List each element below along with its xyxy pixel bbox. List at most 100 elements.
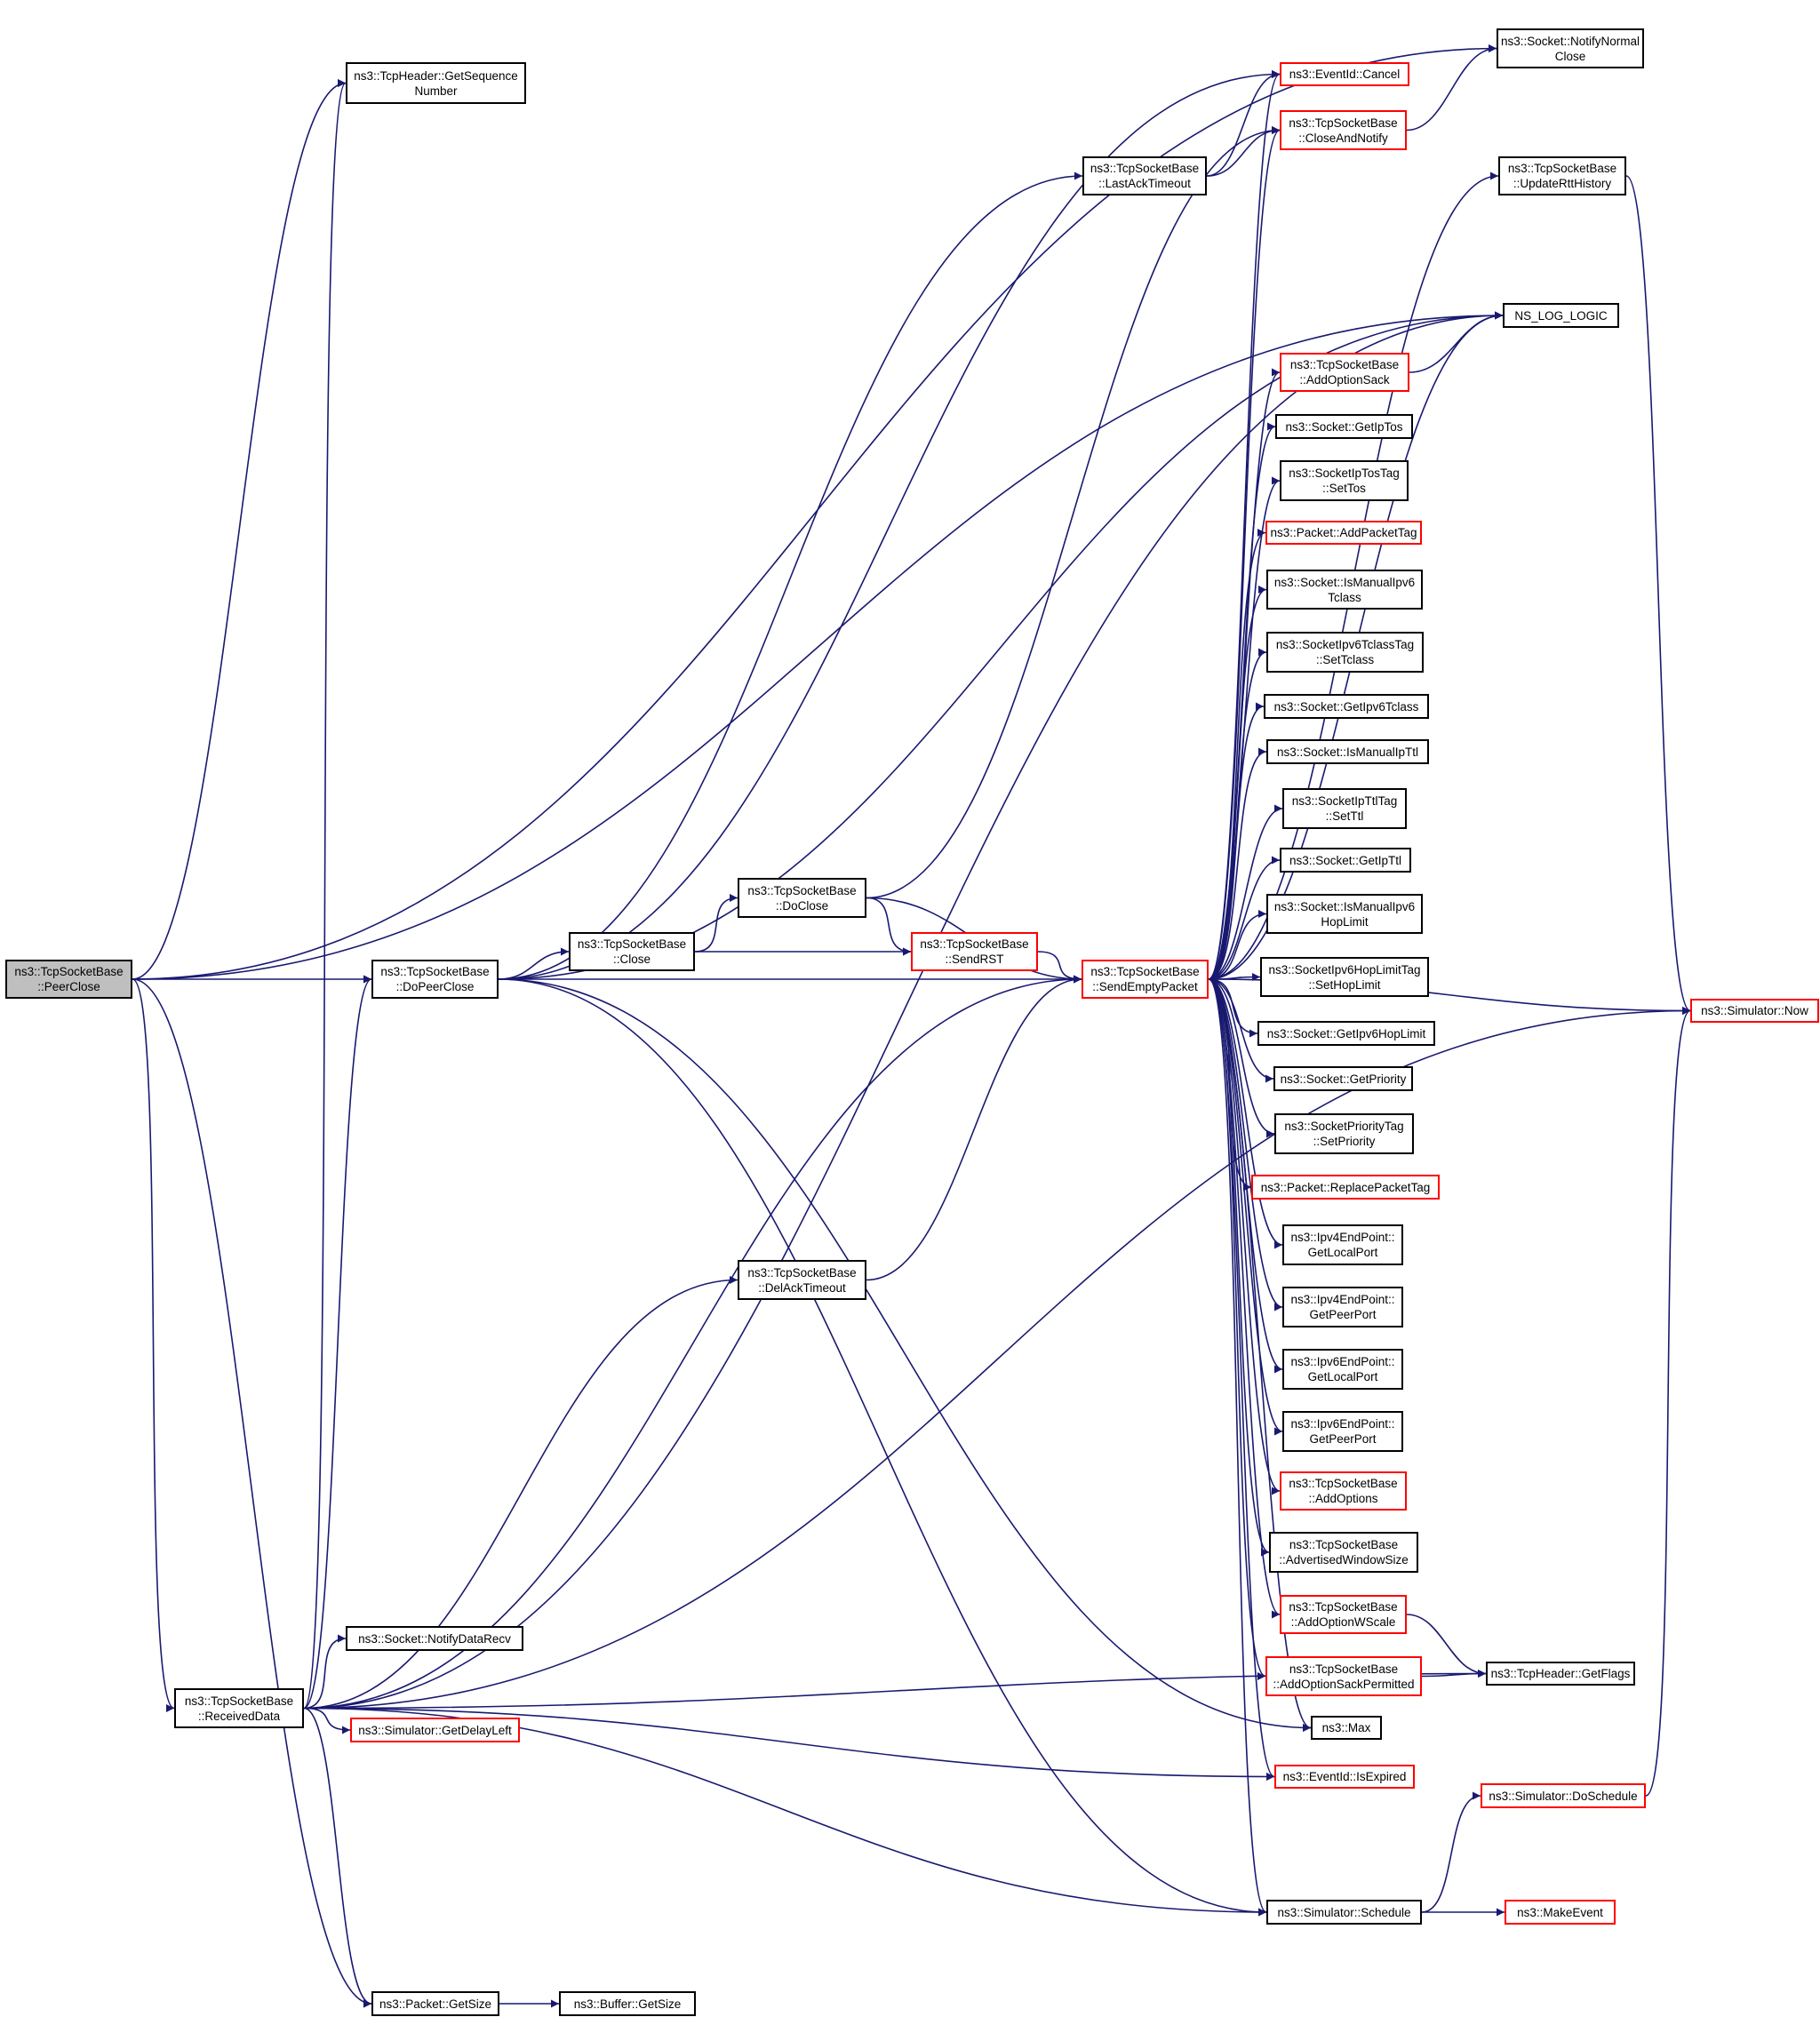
node-getpriority[interactable]: ns3::Socket::GetPriority [1273,1066,1413,1091]
node-ipv6peer[interactable]: ns3::Ipv6EndPoint::GetPeerPort [1282,1411,1403,1452]
edge-addoptsack-to-nslog [1409,311,1504,373]
node-label-line: ns3::Ipv4EndPoint:: [1290,1293,1395,1306]
node-gethoplimit[interactable]: ns3::Socket::GetIpv6HopLimit [1257,1021,1435,1046]
edge-receiveddata-to-nslog [303,311,1504,1710]
edge-sendempty-to-getipttl [1208,856,1281,980]
node-advwindow[interactable]: ns3::TcpSocketBase::AdvertisedWindowSize [1269,1532,1418,1573]
node-sendempty[interactable]: ns3::TcpSocketBase::SendEmptyPacket [1082,960,1209,999]
node-ipv6local[interactable]: ns3::Ipv6EndPoint::GetLocalPort [1282,1349,1403,1390]
node-closeandnotify[interactable]: ns3::TcpSocketBase::CloseAndNotify [1280,110,1407,150]
node-label-line: ns3::TcpSocketBase [747,883,857,897]
node-label-line: ns3::TcpSocketBase [920,937,1029,951]
node-label-line: ns3::Simulator::Schedule [1277,1905,1411,1919]
node-doschedule[interactable]: ns3::Simulator::DoSchedule [1481,1783,1646,1808]
edge-peerclose-to-notifynormal [132,44,1497,980]
node-label-line: ::DoPeerClose [395,980,475,993]
node-dopeerclose[interactable]: ns3::TcpSocketBase::DoPeerClose [371,960,499,999]
node-label-line: ns3::MakeEvent [1517,1905,1603,1919]
node-setpriority[interactable]: ns3::SocketPriorityTag::SetPriority [1274,1113,1414,1154]
node-cancel[interactable]: ns3::EventId::Cancel [1280,62,1409,86]
node-label-line: ::AddOptionSackPermitted [1273,1677,1415,1691]
node-label-line: GetLocalPort [1307,1246,1378,1259]
node-label-line: ::CloseAndNotify [1298,131,1388,145]
node-label-line: ::SetTtl [1325,809,1364,823]
node-label-line: ns3::Ipv4EndPoint:: [1290,1231,1395,1244]
node-label-line: ns3::Simulator::GetDelayLeft [358,1723,512,1737]
edge-sendempty-to-getipv6tclass [1208,702,1265,980]
node-getipttl[interactable]: ns3::Socket::GetIpTtl [1280,848,1411,873]
node-receiveddata[interactable]: ns3::TcpSocketBase::ReceivedData [174,1688,304,1728]
node-label-line: ns3::TcpSocketBase [1090,965,1200,978]
node-label-line: ::AddOptionSack [1299,373,1390,387]
node-addoptsackperm[interactable]: ns3::TcpSocketBase::AddOptionSackPermitt… [1265,1656,1422,1696]
node-bufgetsize[interactable]: ns3::Buffer::GetSize [559,1991,696,2016]
node-label-line: ns3::TcpSocketBase [14,965,124,978]
node-isexpired[interactable]: ns3::EventId::IsExpired [1274,1765,1415,1789]
node-ipv4local[interactable]: ns3::Ipv4EndPoint::GetLocalPort [1282,1224,1403,1265]
edge-peerclose-to-receiveddata [132,978,175,1712]
node-getflags[interactable]: ns3::TcpHeader::GetFlags [1486,1662,1635,1686]
node-pktgetsize[interactable]: ns3::Packet::GetSize [371,1991,499,2016]
node-sethoplimit[interactable]: ns3::SocketIpv6HopLimitTag::SetHopLimit [1260,957,1429,997]
node-updatertt[interactable]: ns3::TcpSocketBase::UpdateRttHistory [1498,156,1626,195]
edge-receiveddata-to-isexpired [303,1707,1275,1781]
edge-receiveddata-to-delack [303,1276,738,1710]
node-label-line: ::SetHopLimit [1308,977,1381,992]
node-doclose[interactable]: ns3::TcpSocketBase::DoClose [738,878,866,918]
edge-receiveddata-to-sendempty [303,975,1082,1710]
node-delack[interactable]: ns3::TcpSocketBase::DelAckTimeout [738,1260,866,1300]
node-getiptos[interactable]: ns3::Socket::GetIpTos [1275,414,1413,439]
node-label-line: ns3::TcpSocketBase [1289,1477,1398,1490]
node-label-line: ns3::Buffer::GetSize [573,1997,682,2011]
node-label-line: Number [414,84,458,98]
node-label-line: ns3::TcpSocketBase [1507,162,1617,175]
node-now[interactable]: ns3::Simulator::Now [1690,999,1819,1023]
node-sendrst[interactable]: ns3::TcpSocketBase::SendRST [911,932,1038,971]
node-makeevent[interactable]: ns3::MakeEvent [1505,1900,1616,1925]
node-label-line: ::DelAckTimeout [758,1280,846,1295]
node-label-line: ::AddOptionWScale [1290,1615,1396,1629]
node-addoptions[interactable]: ns3::TcpSocketBase::AddOptions [1280,1471,1407,1511]
node-label-line: ns3::Max [1321,1721,1371,1734]
node-label-line: ns3::Socket::GetPriority [1280,1072,1407,1086]
edge-receiveddata-to-getseq [303,79,347,1710]
node-label-line: ns3::Simulator::DoSchedule [1489,1789,1638,1803]
node-settclass[interactable]: ns3::SocketIpv6TclassTag::SetTclass [1266,632,1424,673]
node-ipv4peer[interactable]: ns3::Ipv4EndPoint::GetPeerPort [1282,1287,1403,1327]
edge-schedule-to-doschedule [1421,1791,1481,1913]
node-label-line: GetPeerPort [1309,1432,1377,1446]
node-label-line: ns3::TcpHeader::GetFlags [1490,1667,1631,1680]
edge-sendempty-to-ismanualtclass [1208,586,1267,980]
node-schedule[interactable]: ns3::Simulator::Schedule [1266,1900,1422,1925]
node-notifydatarecv[interactable]: ns3::Socket::NotifyDataRecv [346,1626,523,1651]
node-nslog[interactable]: NS_LOG_LOGIC [1503,303,1619,328]
edge-lastack-to-closeandnotify [1206,126,1281,177]
edge-receiveddata-to-now [303,1007,1691,1710]
node-replacepackettag[interactable]: ns3::Packet::ReplacePacketTag [1251,1175,1440,1200]
node-addoptwscale[interactable]: ns3::TcpSocketBase::AddOptionWScale [1280,1595,1407,1634]
node-getdelayleft[interactable]: ns3::Simulator::GetDelayLeft [350,1718,520,1742]
node-max[interactable]: ns3::Max [1311,1716,1382,1740]
node-ismanualipttl[interactable]: ns3::Socket::IsManualIpTtl [1266,739,1429,764]
node-setttl[interactable]: ns3::SocketIpTtlTag::SetTtl [1282,788,1407,829]
node-label-line: GetPeerPort [1309,1308,1377,1321]
node-addpackettag[interactable]: ns3::Packet::AddPacketTag [1265,521,1422,545]
node-getipv6tclass[interactable]: ns3::Socket::GetIpv6Tclass [1264,694,1429,719]
node-label-line: ns3::Socket::IsManualIpTtl [1276,745,1419,759]
node-lastack[interactable]: ns3::TcpSocketBase::LastAckTimeout [1082,156,1207,195]
node-addoptsack[interactable]: ns3::TcpSocketBase::AddOptionSack [1280,353,1409,392]
node-peerclose: ns3::TcpSocketBase::PeerClose [5,960,132,999]
node-close[interactable]: ns3::TcpSocketBase::Close [569,932,695,971]
edge-receiveddata-to-notifydatarecv [303,1634,347,1710]
node-label-line: ns3::Socket::NotifyNormal [1500,34,1640,48]
node-label-line: ns3::TcpSocketBase [577,937,687,951]
node-label-line: ns3::TcpSocketBase [184,1694,294,1708]
node-label-line: GetLocalPort [1307,1370,1378,1383]
node-settos[interactable]: ns3::SocketIpTosTag::SetTos [1280,460,1409,501]
node-label-line: ns3::Socket::GetIpv6Tclass [1273,699,1419,714]
